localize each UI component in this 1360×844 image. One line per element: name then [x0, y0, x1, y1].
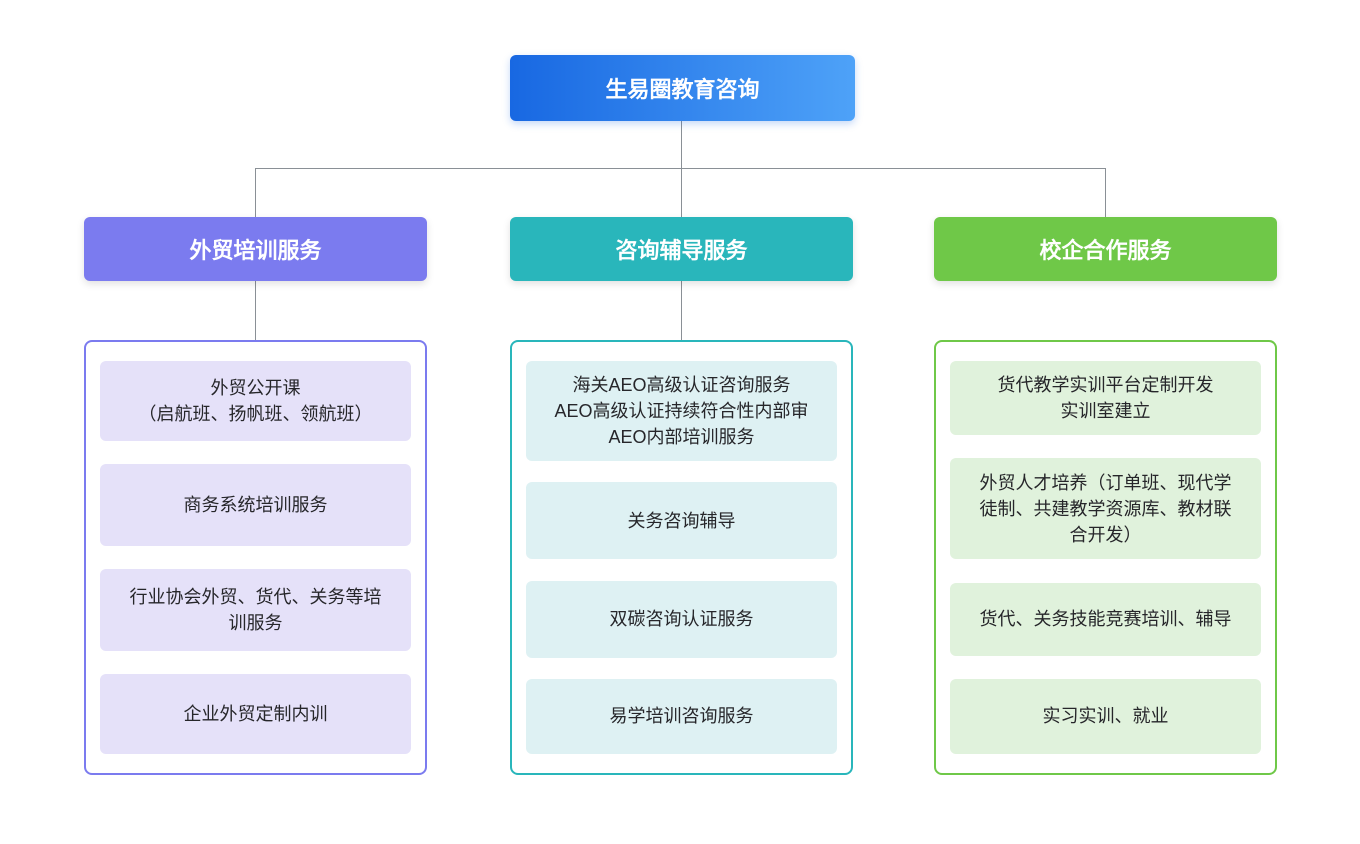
branch-group-school-enterprise: 货代教学实训平台定制开发 实训室建立 外贸人才培养（订单班、现代学 徒制、共建教… [934, 340, 1277, 775]
node-item[interactable]: 海关AEO高级认证咨询服务 AEO高级认证持续符合性内部审 AEO内部培训服务 [526, 361, 837, 461]
connector-header-group-2 [681, 281, 682, 340]
branch-group-trade-training: 外贸公开课 （启航班、扬帆班、领航班） 商务系统培训服务 行业协会外贸、货代、关… [84, 340, 427, 775]
connector-horizontal [255, 168, 1106, 169]
root-node[interactable]: 生易圈教育咨询 [510, 55, 855, 121]
connector-drop-branch-2 [681, 168, 682, 217]
connector-header-group-1 [255, 281, 256, 340]
node-item[interactable]: 货代教学实训平台定制开发 实训室建立 [950, 361, 1261, 435]
branch-group-consulting: 海关AEO高级认证咨询服务 AEO高级认证持续符合性内部审 AEO内部培训服务 … [510, 340, 853, 775]
node-item[interactable]: 易学培训咨询服务 [526, 678, 837, 754]
node-item[interactable]: 实习实训、就业 [950, 678, 1261, 754]
node-item[interactable]: 关务咨询辅导 [526, 482, 837, 560]
connector-root-vertical [681, 121, 682, 168]
branch-header-school-enterprise[interactable]: 校企合作服务 [934, 217, 1277, 281]
node-item[interactable]: 货代、关务技能竞赛培训、辅导 [950, 582, 1261, 656]
node-item[interactable]: 双碳咨询认证服务 [526, 580, 837, 658]
node-item[interactable]: 商务系统培训服务 [100, 464, 411, 546]
node-item[interactable]: 企业外贸定制内训 [100, 674, 411, 754]
node-item[interactable]: 行业协会外贸、货代、关务等培 训服务 [100, 569, 411, 651]
node-item[interactable]: 外贸人才培养（订单班、现代学 徒制、共建教学资源库、教材联 合开发） [950, 458, 1261, 560]
branch-header-trade-training[interactable]: 外贸培训服务 [84, 217, 427, 281]
connector-drop-branch-1 [255, 168, 256, 217]
branch-header-consulting[interactable]: 咨询辅导服务 [510, 217, 853, 281]
node-item[interactable]: 外贸公开课 （启航班、扬帆班、领航班） [100, 361, 411, 441]
connector-drop-branch-3 [1105, 168, 1106, 217]
